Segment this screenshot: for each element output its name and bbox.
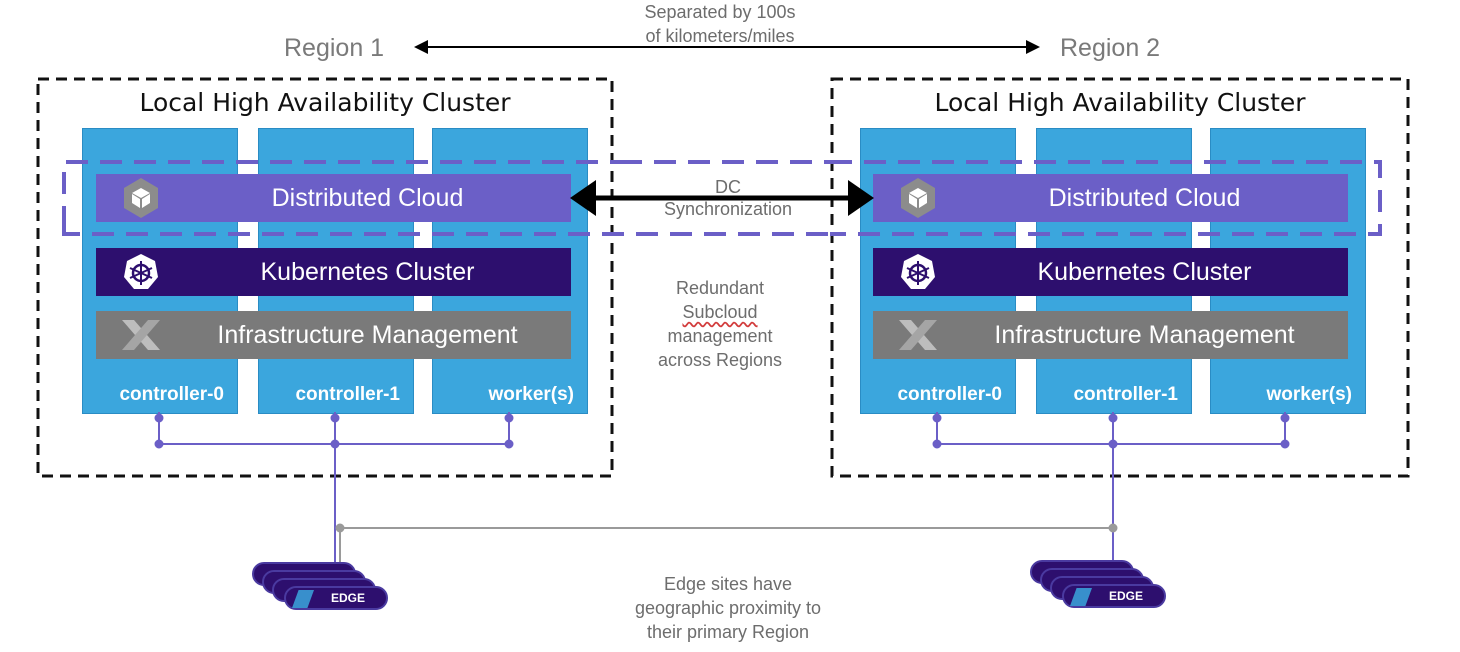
edge-label: EDGE <box>330 591 365 605</box>
region-2-cluster-title: Local High Availability Cluster <box>934 88 1306 117</box>
edge-slash-icon <box>1070 588 1092 606</box>
region-2-kubernetes-label: Kubernetes Cluster <box>1037 257 1252 286</box>
edge-note-line1: Edge sites have <box>663 574 793 594</box>
edge-card-front: EDGE <box>1062 584 1166 608</box>
cube-hexagon-icon <box>895 175 941 221</box>
region-1-controller-1-label: controller-1 <box>295 384 400 405</box>
starlingx-x-icon <box>118 312 164 358</box>
region-2-border <box>830 77 1410 478</box>
redundant-note-line3: management <box>667 326 773 346</box>
redundant-note-line4: across Regions <box>657 350 783 370</box>
region-2-distributed-cloud-bar: Distributed Cloud <box>873 174 1348 222</box>
edge-sites-note: Edge sites have geographic proximity to … <box>600 572 856 644</box>
region-2-controller-0-label: controller-0 <box>897 384 1002 405</box>
region-1-edge-sites: EDGE <box>252 562 392 614</box>
region-1-infrastructure-bar: Infrastructure Management <box>96 311 571 359</box>
distance-note: Separated by 100s of kilometers/miles <box>600 0 840 48</box>
region-1-cluster-title: Local High Availability Cluster <box>139 88 511 117</box>
distance-note-line1: Separated by 100s <box>644 2 796 22</box>
region-2-distributed-cloud-label: Distributed Cloud <box>1048 183 1241 212</box>
region-1-distributed-cloud-label: Distributed Cloud <box>271 183 464 212</box>
region-2-workers-label: worker(s) <box>1266 384 1352 405</box>
distance-note-line2: of kilometers/miles <box>645 26 795 46</box>
redundant-note-line1: Redundant <box>675 278 765 298</box>
region-1-controller-0-label: controller-0 <box>119 384 224 405</box>
region-2-infrastructure-label: Infrastructure Management <box>994 320 1295 349</box>
region-1-workers-label: worker(s) <box>488 384 574 405</box>
region-2-label: Region 2 <box>1060 34 1161 62</box>
dc-sync-label-line2: Synchronization <box>663 199 793 219</box>
region-1-label: Region 1 <box>284 34 385 62</box>
region-2-edge-sites: EDGE <box>1030 560 1170 612</box>
dc-sync-label-line1: DC <box>715 177 741 197</box>
region-2-kubernetes-bar: Kubernetes Cluster <box>873 248 1348 296</box>
region-1-kubernetes-label: Kubernetes Cluster <box>260 257 475 286</box>
region-2-controller-1-label: controller-1 <box>1073 384 1178 405</box>
starlingx-x-icon <box>895 312 941 358</box>
edge-note-line2: geographic proximity to <box>634 598 822 618</box>
region-1-distributed-cloud-bar: Distributed Cloud <box>96 174 571 222</box>
edge-card-front: EDGE <box>284 586 388 610</box>
kubernetes-wheel-icon <box>118 249 164 295</box>
edge-slash-icon <box>292 590 314 608</box>
redundant-note-line2: Subcloud <box>682 302 758 322</box>
region-1-infrastructure-label: Infrastructure Management <box>217 320 518 349</box>
kubernetes-wheel-icon <box>895 249 941 295</box>
cube-hexagon-icon <box>118 175 164 221</box>
redundant-subcloud-note: Redundant Subcloud management across Reg… <box>620 276 820 372</box>
edge-note-line3: their primary Region <box>646 622 810 642</box>
dc-sync-label: DC Synchronization <box>640 176 816 220</box>
region-1-kubernetes-bar: Kubernetes Cluster <box>96 248 571 296</box>
edge-label: EDGE <box>1108 589 1143 603</box>
region-2-infrastructure-bar: Infrastructure Management <box>873 311 1348 359</box>
